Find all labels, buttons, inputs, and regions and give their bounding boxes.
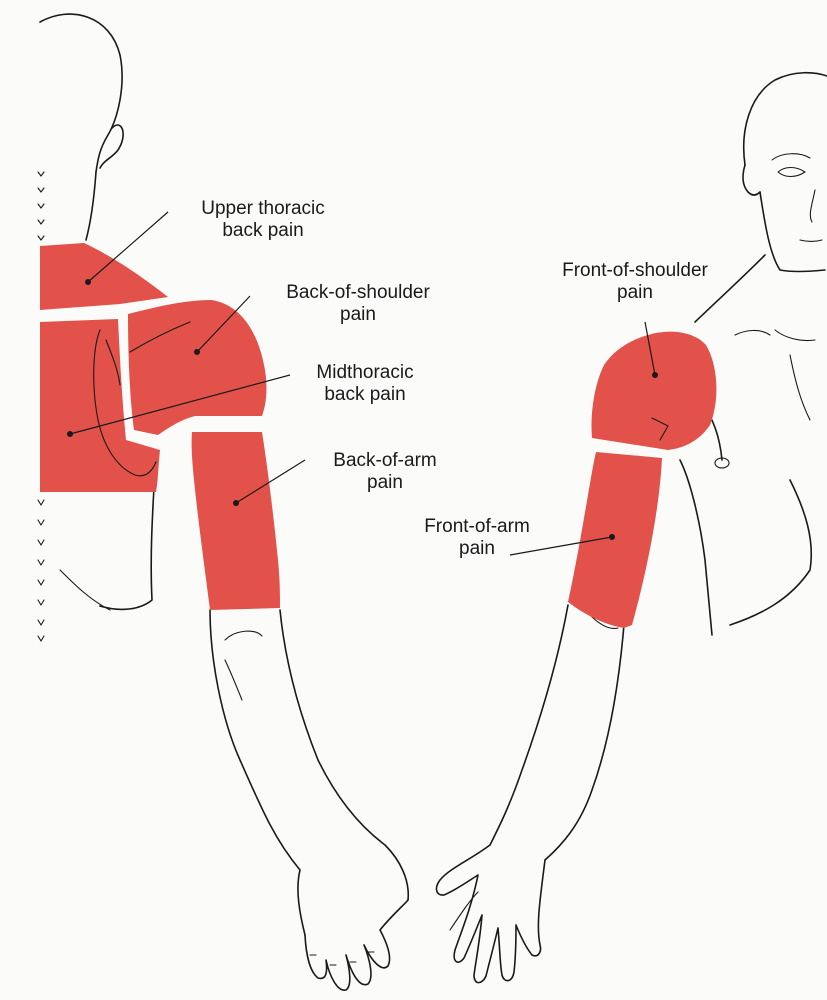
upper-thoracic-zone bbox=[40, 243, 168, 310]
leader-lines bbox=[67, 211, 658, 556]
back-hand-outline bbox=[304, 899, 409, 991]
label-back-arm: Back-of-arm pain bbox=[333, 450, 437, 493]
front-view-figure bbox=[435, 71, 827, 984]
leader-back-shoulder bbox=[196, 295, 251, 353]
leader-front-arm bbox=[509, 536, 613, 556]
spine-ticks bbox=[37, 171, 45, 642]
back-view-pain-zones bbox=[40, 243, 280, 610]
back-forearm-outline bbox=[209, 609, 306, 936]
front-hand-outline bbox=[435, 844, 546, 984]
leader-back-arm bbox=[235, 459, 306, 504]
front-eye bbox=[777, 166, 806, 178]
label-upper-thoracic: Upper thoracic back pain bbox=[201, 198, 325, 241]
front-head-outline bbox=[742, 71, 827, 166]
front-shoulder-zone bbox=[591, 331, 717, 450]
nipple bbox=[714, 457, 730, 469]
label-front-shoulder: Front-of-shoulder pain bbox=[562, 260, 708, 303]
leader-upper-thoracic bbox=[87, 211, 169, 283]
front-view-pain-zones bbox=[568, 331, 717, 628]
back-shoulder-zone bbox=[128, 300, 267, 435]
back-ear-outline bbox=[99, 124, 124, 169]
label-back-shoulder: Back-of-shoulder pain bbox=[286, 282, 430, 325]
front-forearm-outline bbox=[489, 604, 569, 846]
leader-front-shoulder bbox=[644, 321, 656, 376]
midthoracic-zone bbox=[40, 319, 160, 492]
front-arm-zone bbox=[568, 452, 662, 628]
back-head-outline bbox=[39, 13, 123, 173]
label-midthoracic: Midthoracic back pain bbox=[316, 362, 414, 405]
leader-midthoracic bbox=[69, 374, 291, 435]
back-arm-zone bbox=[191, 432, 280, 610]
back-view-figure bbox=[37, 13, 410, 991]
label-front-arm: Front-of-arm pain bbox=[424, 516, 530, 559]
